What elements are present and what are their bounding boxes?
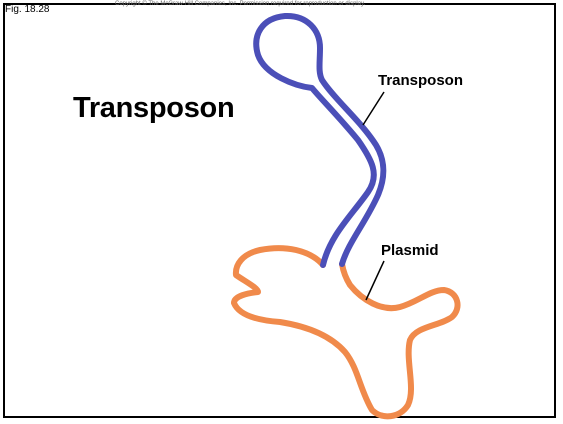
transposon-leader-line: [363, 92, 384, 125]
transposon-strand: [256, 16, 383, 265]
plasmid-strand: [234, 248, 458, 416]
transposon-label: Transposon: [378, 72, 463, 89]
plasmid-leader-line: [366, 261, 384, 300]
plasmid-label: Plasmid: [381, 242, 439, 259]
